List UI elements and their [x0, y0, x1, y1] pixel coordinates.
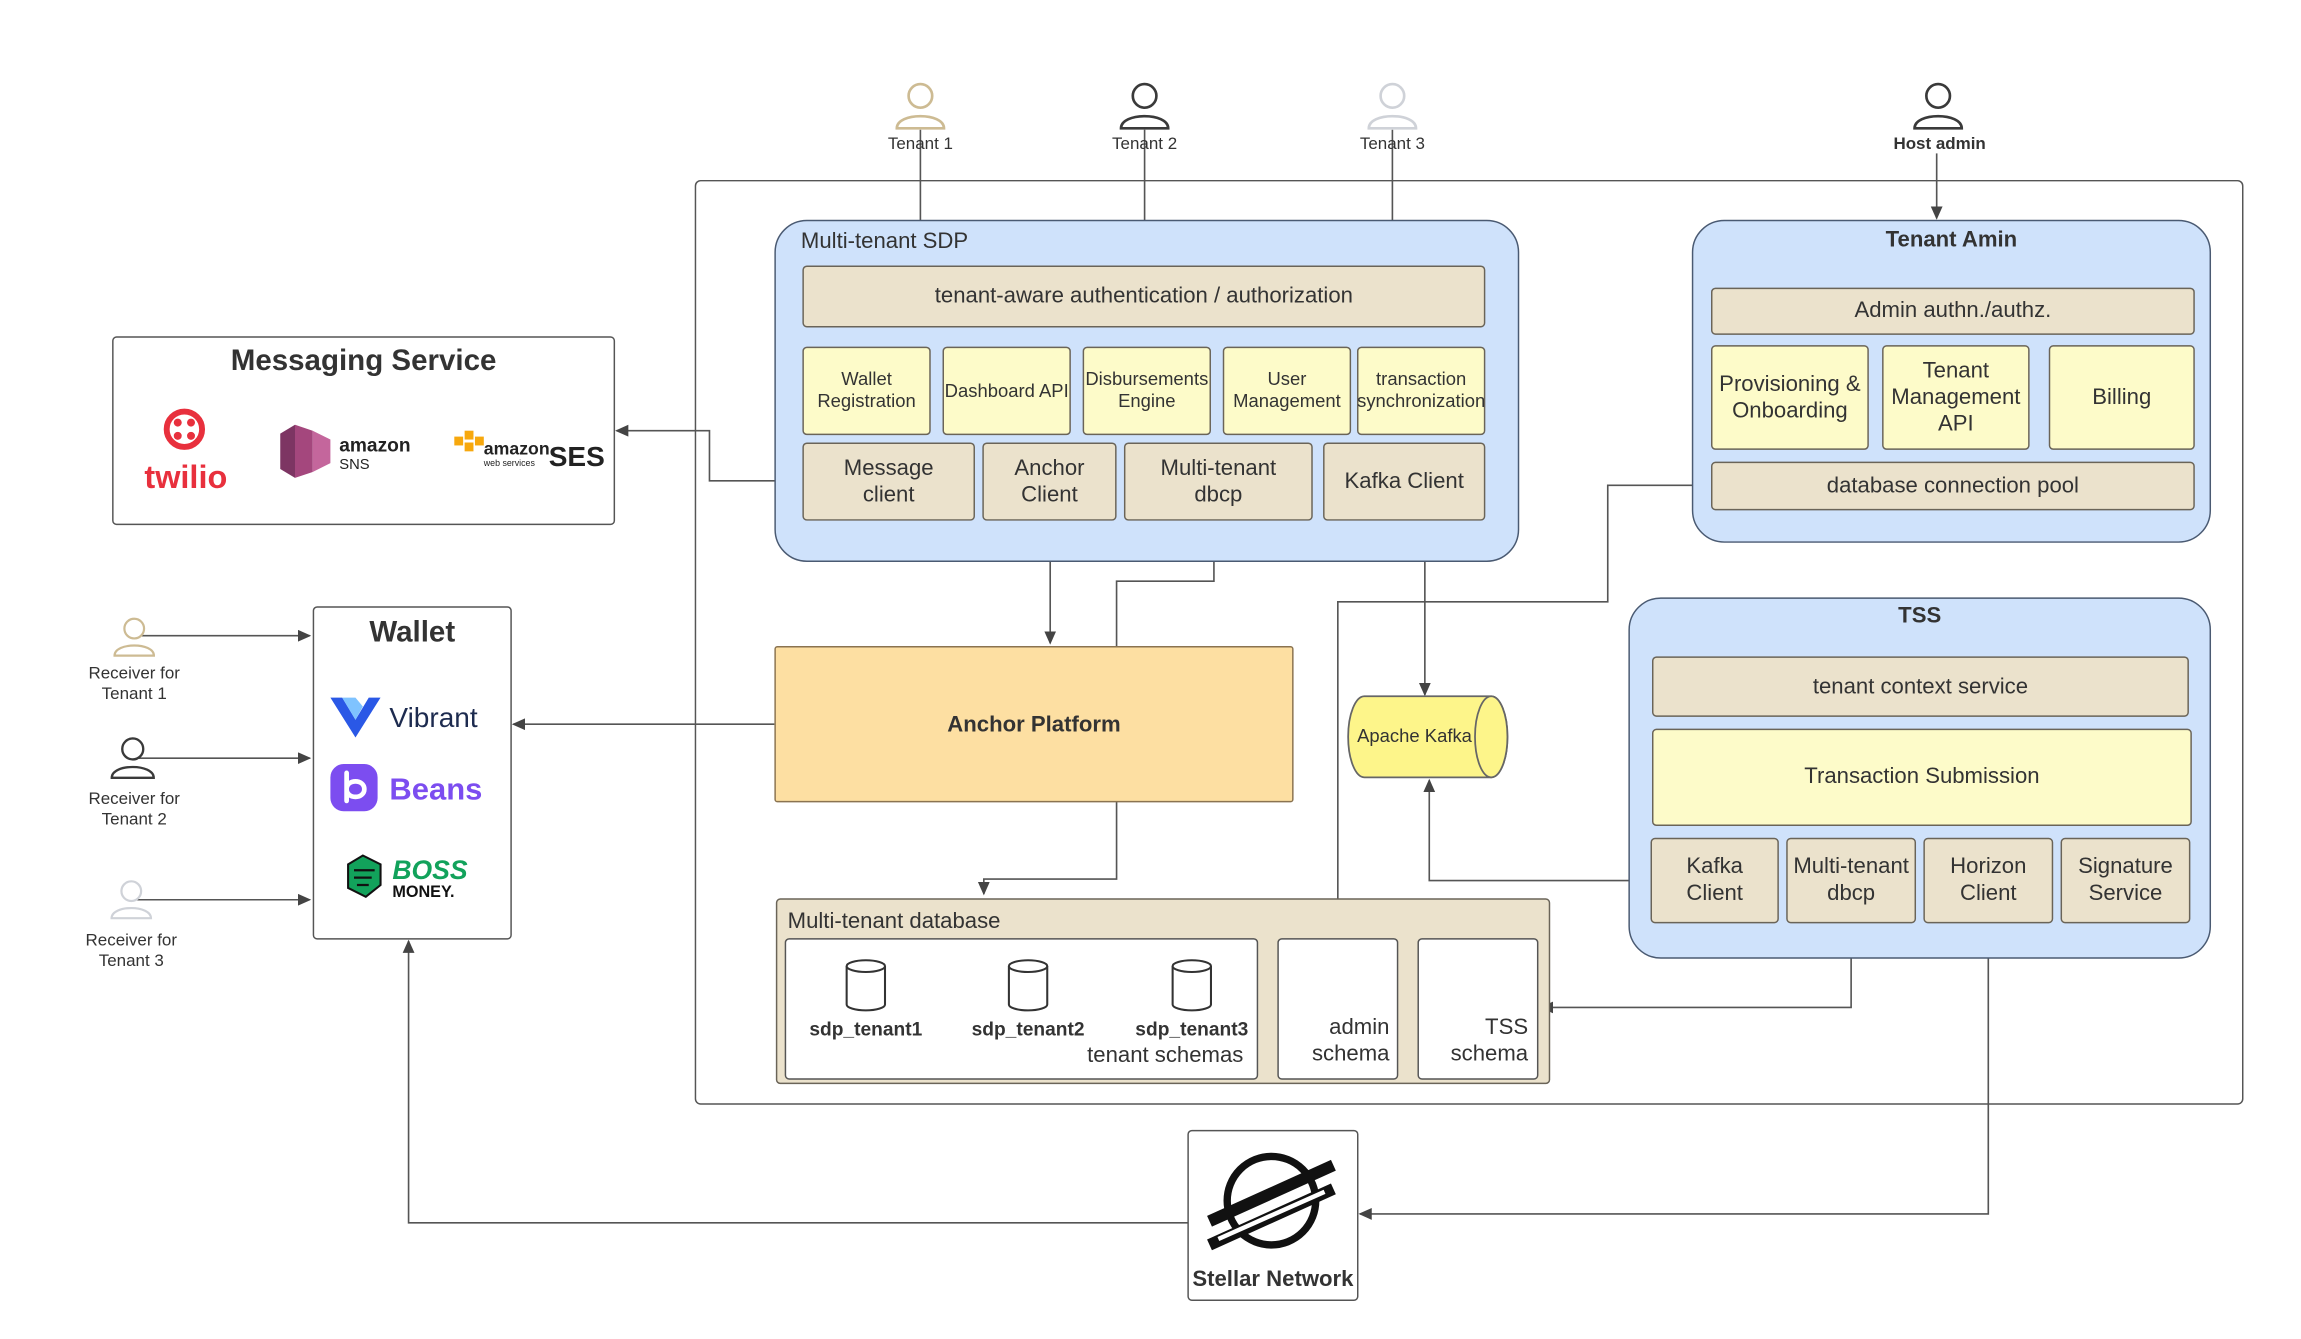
tenant-admin-auth: Admin authn./authz. — [1711, 287, 2195, 335]
stellar-network-label: Stellar Network — [1192, 1267, 1354, 1293]
messaging-service-title: Messaging Service — [230, 345, 497, 378]
sdp-title: Multi-tenant SDP — [800, 228, 969, 254]
receiver3-person-icon — [110, 880, 153, 920]
tenant-admin-provisioning: Provisioning & Onboarding — [1711, 345, 1869, 450]
tenant-admin-title: Tenant Amin — [1885, 227, 2018, 253]
twilio-logo: twilio — [144, 408, 227, 495]
sdp-anchor-client: Anchor Client — [982, 442, 1117, 521]
sdp-tenant2-db-icon — [1007, 959, 1049, 1012]
anchor-platform: Anchor Platform — [774, 646, 1294, 803]
messaging-service-box — [112, 336, 616, 526]
tenant1-person-icon — [895, 82, 946, 130]
tenant3-person-icon — [1367, 82, 1418, 130]
sdp-disbursements-engine: Disbursements Engine — [1082, 346, 1211, 436]
amazon-sns-logo: amazon SNS — [280, 424, 411, 478]
sdp-tenant3-label: sdp_tenant3 — [1135, 1017, 1249, 1040]
tss-schema-box — [1417, 938, 1539, 1080]
sdp-user-management: User Management — [1222, 346, 1352, 436]
tss-schema-label: TSS schema — [1450, 1014, 1529, 1067]
apache-kafka-label: Apache Kafka — [1357, 725, 1472, 747]
database-title: Multi-tenant database — [787, 908, 1001, 934]
receiver1-label: Receiver for Tenant 1 — [88, 665, 180, 704]
tss-multitenant-dbcp: Multi-tenant dbcp — [1786, 837, 1917, 924]
vibrant-logo: Vibrant — [330, 697, 478, 738]
system-boundary — [694, 179, 2244, 1105]
sdp-tenant1-db-icon — [845, 959, 887, 1012]
beans-text: Beans — [389, 771, 482, 806]
stellar-logo — [1207, 1152, 1336, 1251]
sdp-kafka-client: Kafka Client — [1323, 442, 1486, 521]
sdp-transaction-sync: transaction synchronization — [1357, 346, 1486, 436]
receiver2-label: Receiver for Tenant 2 — [88, 790, 180, 829]
sdp-message-client: Message client — [802, 442, 975, 521]
tenant-admin-billing: Billing — [2048, 345, 2195, 450]
beans-logo: Beans — [330, 764, 482, 812]
receiver3-label: Receiver for Tenant 3 — [85, 932, 177, 971]
receiver2-person-icon — [110, 737, 155, 779]
sdp-multitenant-dbcp: Multi-tenant dbcp — [1123, 442, 1313, 521]
twilio-logo-text: twilio — [144, 459, 227, 495]
tenant-schemas-label: tenant schemas — [1087, 1042, 1244, 1068]
ses-text: SES — [549, 441, 605, 472]
sdp-tenant3-db-icon — [1171, 959, 1213, 1012]
boss-money-logo: BOSS MONEY. — [347, 854, 468, 901]
tenant2-label: Tenant 2 — [1112, 135, 1178, 154]
tss-tenant-context: tenant context service — [1652, 656, 2189, 717]
admin-schema-box — [1277, 938, 1399, 1080]
tss-title: TSS — [1898, 603, 1942, 629]
edge-horizon-stellar — [1358, 923, 1990, 1220]
apache-kafka-queue — [1347, 695, 1509, 779]
tenant1-label: Tenant 1 — [887, 135, 953, 154]
host-admin-person-icon — [1913, 82, 1964, 130]
receiver1-person-icon — [113, 617, 156, 657]
admin-schema-label: admin schema — [1311, 1014, 1390, 1067]
tenant-admin-management-api: Tenant Management API — [1882, 345, 2030, 450]
host-admin-label: Host admin — [1893, 135, 1986, 154]
sdp-dashboard-api: Dashboard API — [942, 346, 1071, 436]
vibrant-text: Vibrant — [389, 702, 477, 733]
sns-text: SNS — [339, 457, 369, 473]
ses-webservices-text: web services — [483, 458, 536, 468]
sdp-tenant2-label: sdp_tenant2 — [971, 1017, 1085, 1040]
edge-message-client-messaging — [615, 424, 803, 482]
tenant2-person-icon — [1119, 82, 1170, 130]
edge-tss-kafka-client-kafka — [1423, 778, 1661, 887]
money-text: MONEY. — [392, 883, 454, 901]
wallet-title: Wallet — [369, 616, 456, 649]
ses-amazon-text: amazon — [484, 438, 550, 458]
tss-signature-service: Signature Service — [2060, 837, 2191, 924]
tss-horizon-client: Horizon Client — [1923, 837, 2054, 924]
tenant3-label: Tenant 3 — [1359, 135, 1425, 154]
amazon-sns-text: amazon — [339, 435, 410, 456]
amazon-ses-logo: amazon web services SES — [454, 430, 605, 472]
edge-pool-admin-schema — [1331, 484, 1712, 937]
tenant-admin-db-pool: database connection pool — [1711, 461, 2195, 511]
tss-transaction-submission: Transaction Submission — [1652, 728, 2192, 826]
sdp-auth: tenant-aware authentication / authorizat… — [802, 265, 1486, 328]
edge-stellar-wallet — [402, 939, 1189, 1224]
tss-kafka-client: Kafka Client — [1650, 837, 1779, 924]
sdp-tenant1-label: sdp_tenant1 — [809, 1017, 923, 1040]
boss-text: BOSS — [392, 855, 468, 885]
sdp-wallet-registration: Wallet Registration — [802, 346, 931, 436]
